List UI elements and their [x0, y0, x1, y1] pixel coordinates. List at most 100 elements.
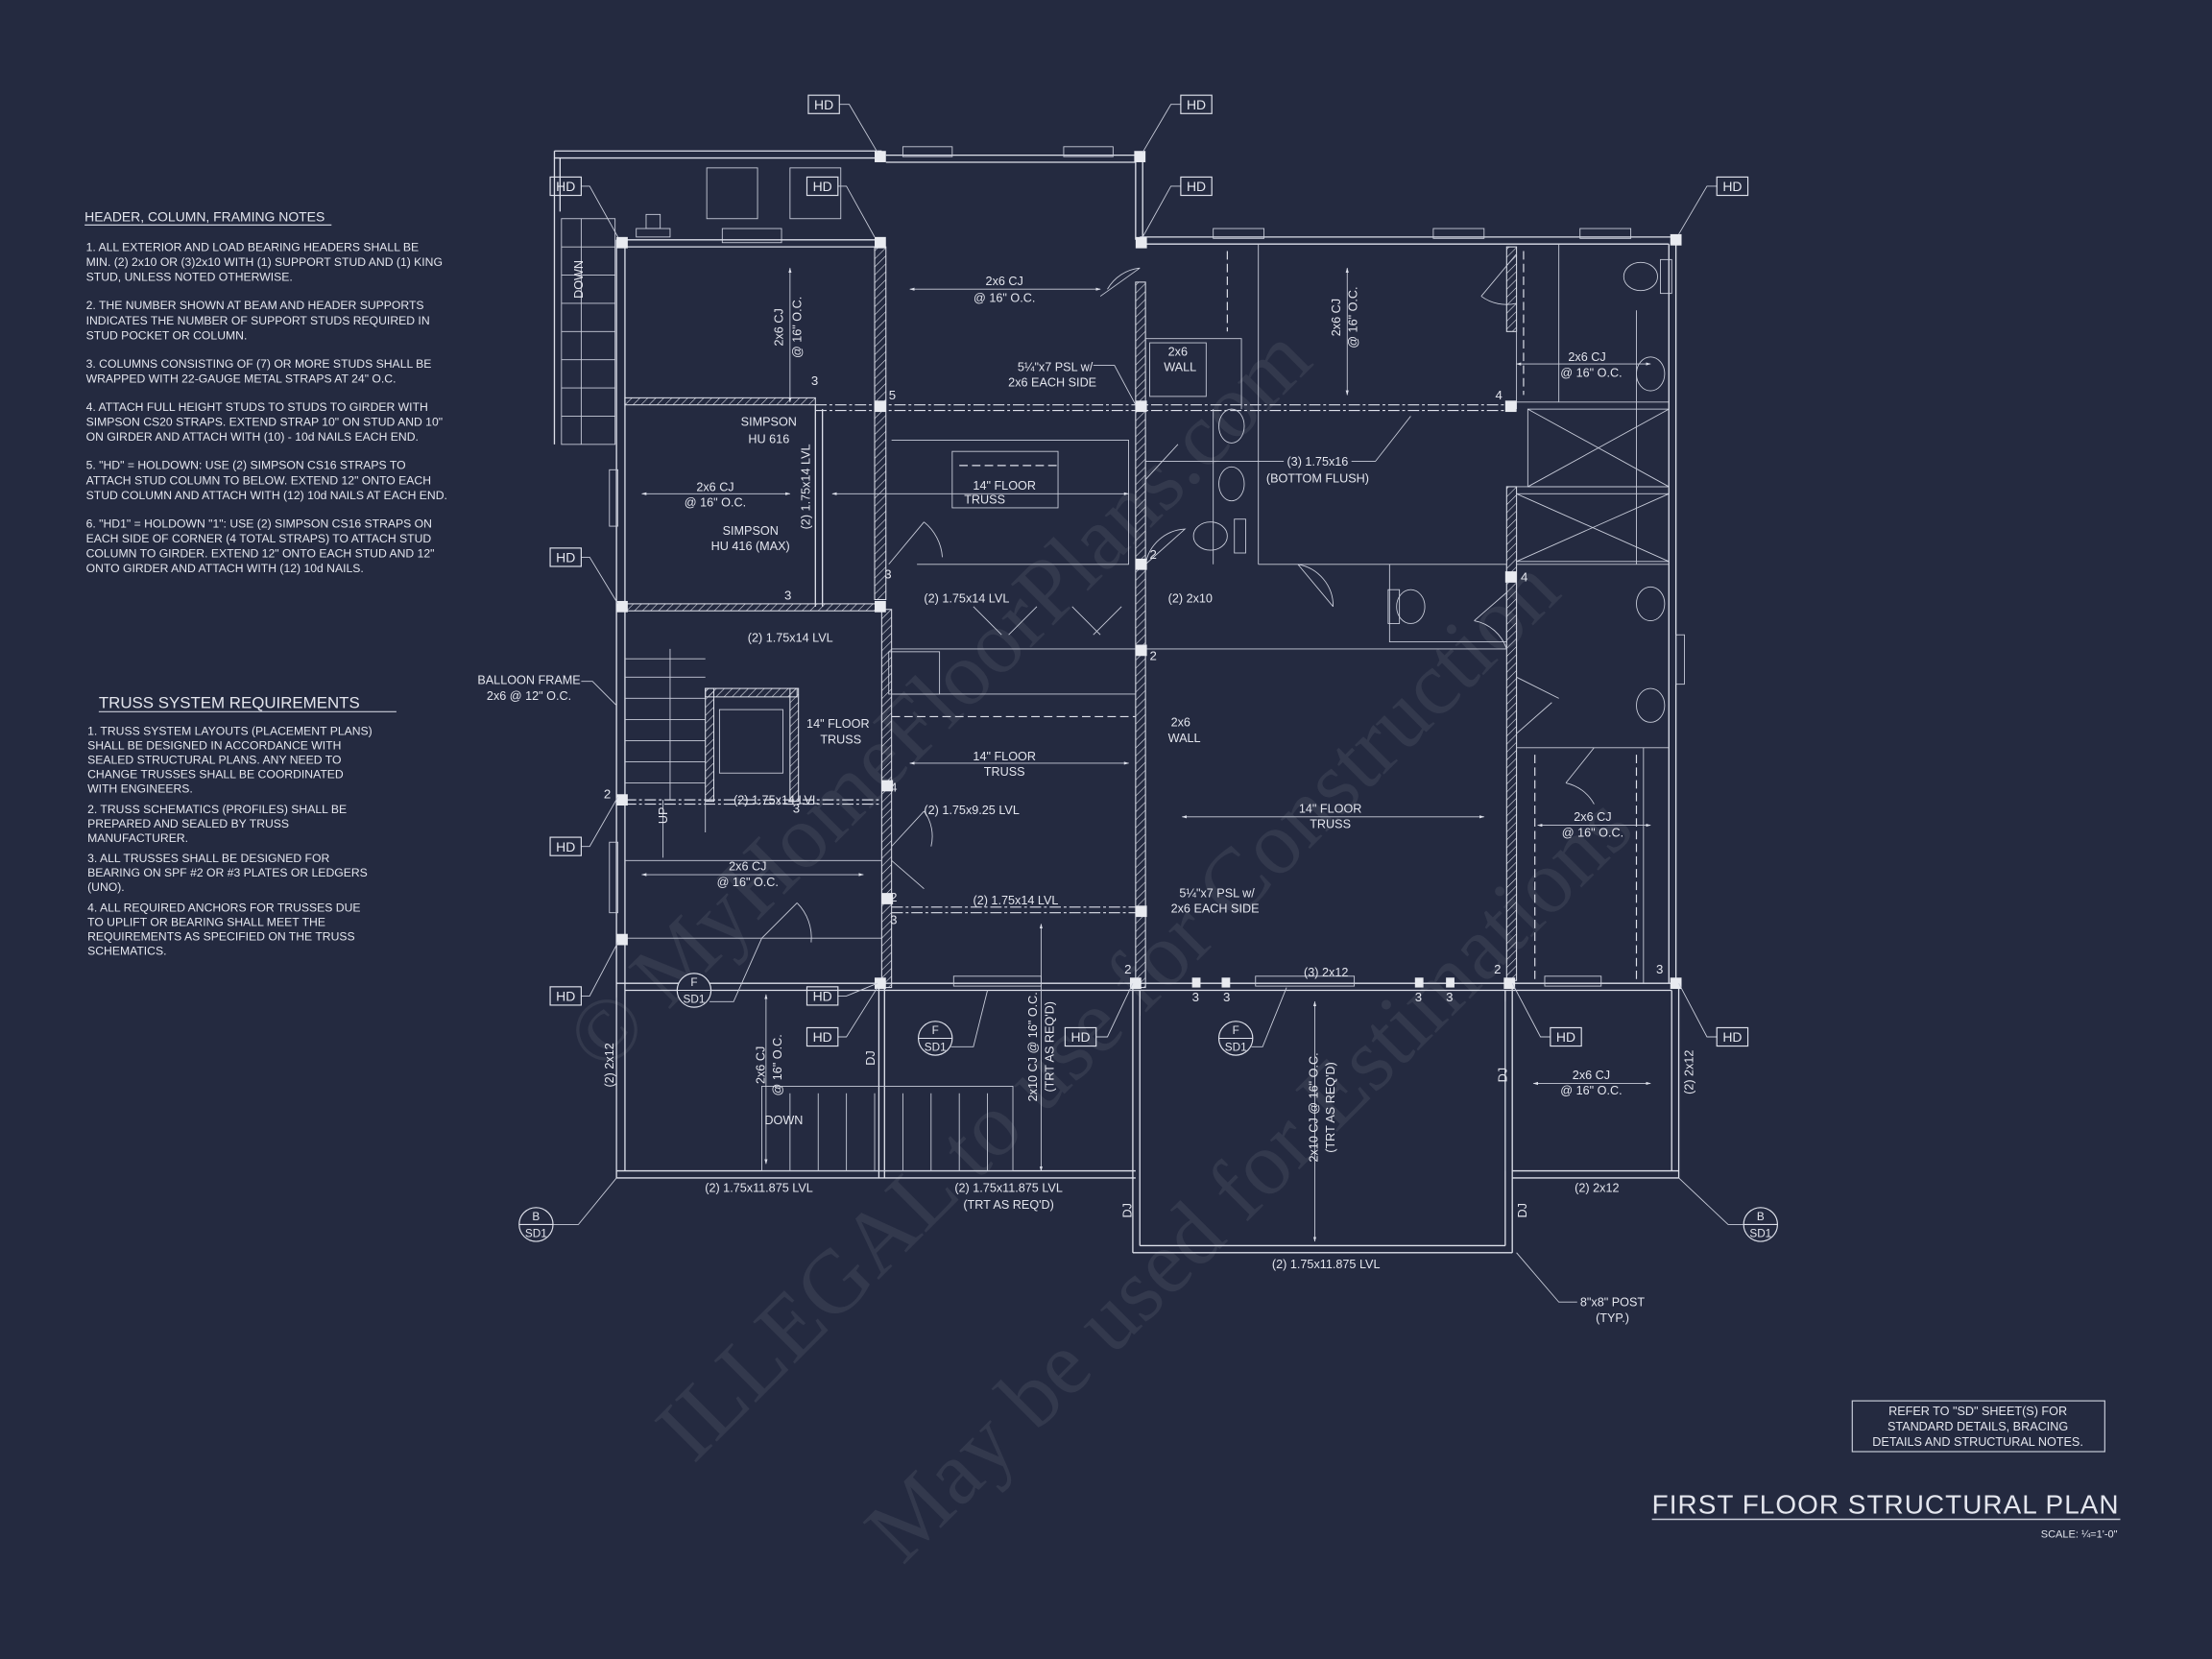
note-line: WITH ENGINEERS. — [87, 782, 193, 796]
psl-spec: 2x6 EACH SIDE — [1008, 376, 1096, 390]
stud-count: 4 — [1496, 388, 1503, 402]
svg-text:HD: HD — [813, 1029, 832, 1045]
psl-label: 5¼"x7 PSL w/ — [1018, 360, 1094, 373]
stud-counts: 3 5 3 3 2 4 4 2 4 2 3 2 3 2 3 3 3 3 2 3 — [604, 373, 1664, 1004]
joist-label: 2x10 CJ @ 16" O.C. — [1307, 1052, 1320, 1162]
dj-label: DJ — [1516, 1203, 1529, 1217]
svg-text:HD: HD — [1187, 97, 1206, 112]
joist-label: 2x6 CJ — [1574, 810, 1611, 824]
note-line: (UNO). — [87, 880, 125, 894]
reference-note-line: REFER TO "SD" SHEET(S) FOR — [1888, 1405, 2067, 1418]
note-line: MANUFACTURER. — [87, 831, 188, 845]
note-line: SCHEMATICS. — [87, 944, 166, 957]
psl-label: 5¼"x7 PSL w/ — [1179, 887, 1255, 901]
hanger-label: SIMPSON — [723, 524, 779, 538]
stud-count: 3 — [1192, 990, 1199, 1004]
beam-label: (2) 1.75x11.875 LVL — [1272, 1258, 1381, 1271]
joist-spacing: @ 16" O.C. — [791, 297, 805, 358]
note-line: BEARING ON SPF #2 OR #3 PLATES OR LEDGER… — [87, 866, 368, 879]
beam-label: (2) 1.75x11.875 LVL — [705, 1182, 813, 1195]
svg-text:HD: HD — [1187, 179, 1206, 194]
note-line: WRAPPED WITH 22-GAUGE METAL STRAPS AT 24… — [86, 372, 397, 385]
door-swings — [761, 253, 1595, 943]
joist-label: 2x6 CJ — [773, 308, 786, 346]
plan-annotations: 2x6 CJ @ 16" O.C. 2x6 CJ @ 16" O.C. SIMP… — [477, 260, 1695, 1325]
section-sheet: SD1 — [525, 1228, 547, 1240]
beam-label: (3) 1.75x16 — [1286, 455, 1348, 469]
beam-note: (TRT AS REQ'D) — [963, 1198, 1054, 1212]
note-line: 3. COLUMNS CONSISTING OF (7) OR MORE STU… — [86, 357, 432, 371]
truss-label: 14" FLOOR — [806, 717, 870, 731]
stud-count: 2 — [1124, 962, 1131, 976]
post-label: 8"x8" POST — [1580, 1296, 1645, 1310]
joist-spacing: @ 16" O.C. — [974, 291, 1035, 304]
balloon-frame-label: BALLOON FRAME — [477, 674, 580, 687]
stud-count: 3 — [793, 801, 800, 815]
note-line: COLUMN TO GIRDER. EXTEND 12" ONTO EACH S… — [86, 547, 435, 561]
holdown-tag: HD — [549, 986, 582, 1006]
joist-label: 2x6 CJ — [1573, 1069, 1610, 1082]
note-line: 5. "HD" = HOLDOWN: USE (2) SIMPSON CS16 … — [86, 459, 406, 472]
note-line: SEALED STRUCTURAL PLANS. ANY NEED TO — [87, 754, 341, 767]
truss-label: TRUSS — [820, 733, 861, 746]
floor-plan — [553, 146, 1685, 1254]
svg-text:HD: HD — [814, 97, 833, 112]
header-label: (3) 2x12 — [1304, 966, 1348, 979]
note-line: INDICATES THE NUMBER OF SUPPORT STUDS RE… — [86, 314, 430, 327]
note-line: 2. THE NUMBER SHOWN AT BEAM AND HEADER S… — [86, 299, 424, 312]
stud-count: 3 — [811, 373, 818, 388]
psl-spec: 2x6 EACH SIDE — [1171, 902, 1260, 916]
joist-note: (TRT AS REQ'D) — [1044, 1001, 1057, 1093]
section-id: F — [1233, 1024, 1239, 1037]
holdown-tag: HD — [805, 986, 839, 1006]
note-line: STUD, UNLESS NOTED OTHERWISE. — [86, 271, 293, 284]
post-note: (TYP.) — [1596, 1311, 1629, 1325]
stud-count: 5 — [889, 388, 896, 402]
note-line: PREPARED AND SEALED BY TRUSS — [87, 817, 289, 830]
wall-label: 2x6 — [1168, 345, 1188, 358]
drawing-scale: SCALE: ¼=1'-0" — [2041, 1529, 2118, 1541]
beam-label: (2) 2x12 — [1682, 1050, 1695, 1094]
note-line: REQUIREMENTS AS SPECIFIED ON THE TRUSS — [87, 929, 355, 943]
joist-note: (TRT AS REQ'D) — [1324, 1062, 1337, 1153]
joist-label: 2x6 CJ — [729, 860, 766, 874]
holdown-tag: HD — [805, 1026, 839, 1047]
bearing-wall — [624, 397, 816, 406]
joist-spacing: @ 16" O.C. — [1347, 286, 1360, 348]
holdown-tag: HD — [549, 176, 582, 197]
joist-label: 2x6 CJ — [1330, 299, 1343, 336]
holdown-tag: HD — [1550, 1026, 1582, 1047]
dj-label: DJ — [1120, 1203, 1134, 1217]
stud-count: 3 — [1656, 962, 1663, 976]
bearing-wall — [624, 603, 879, 612]
holdown-tag: HD — [805, 176, 839, 197]
reference-note-box: REFER TO "SD" SHEET(S) FOR STANDARD DETA… — [1851, 1400, 2105, 1453]
note-line: ATTACH STUD COLUMN TO BELOW. EXTEND 12" … — [86, 473, 431, 487]
joist-label: 2x6 CJ — [696, 480, 733, 493]
note-line: 4. ALL REQUIRED ANCHORS FOR TRUSSES DUE — [87, 901, 360, 914]
stud-count: 2 — [604, 787, 611, 802]
note-line: TO UPLIFT OR BEARING SHALL MEET THE — [87, 915, 325, 928]
note-line: 1. TRUSS SYSTEM LAYOUTS (PLACEMENT PLANS… — [87, 725, 373, 738]
note-line: 6. "HD1" = HOLDOWN "1": USE (2) SIMPSON … — [86, 517, 432, 530]
truss-label: 14" FLOOR — [973, 479, 1036, 493]
truss-label: 14" FLOOR — [973, 750, 1036, 763]
stud-count: 3 — [884, 566, 891, 581]
note-line: EACH SIDE OF CORNER (4 TOTAL STRAPS) TO … — [86, 532, 432, 545]
bearing-wall — [1505, 246, 1518, 332]
section-id: B — [1757, 1211, 1765, 1223]
note-line: 2. TRUSS SCHEMATICS (PROFILES) SHALL BE — [87, 803, 347, 816]
stair-direction: DOWN — [764, 1114, 803, 1127]
joist-spacing: @ 16" O.C. — [685, 496, 746, 510]
beam-label: (2) 1.75x14 LVL — [799, 444, 812, 529]
note-line: 1. ALL EXTERIOR AND LOAD BEARING HEADERS… — [86, 241, 420, 254]
balloon-frame-spec: 2x6 @ 12" O.C. — [487, 689, 571, 703]
truss-label: TRUSS — [1310, 818, 1351, 831]
svg-text:HD: HD — [556, 179, 575, 194]
